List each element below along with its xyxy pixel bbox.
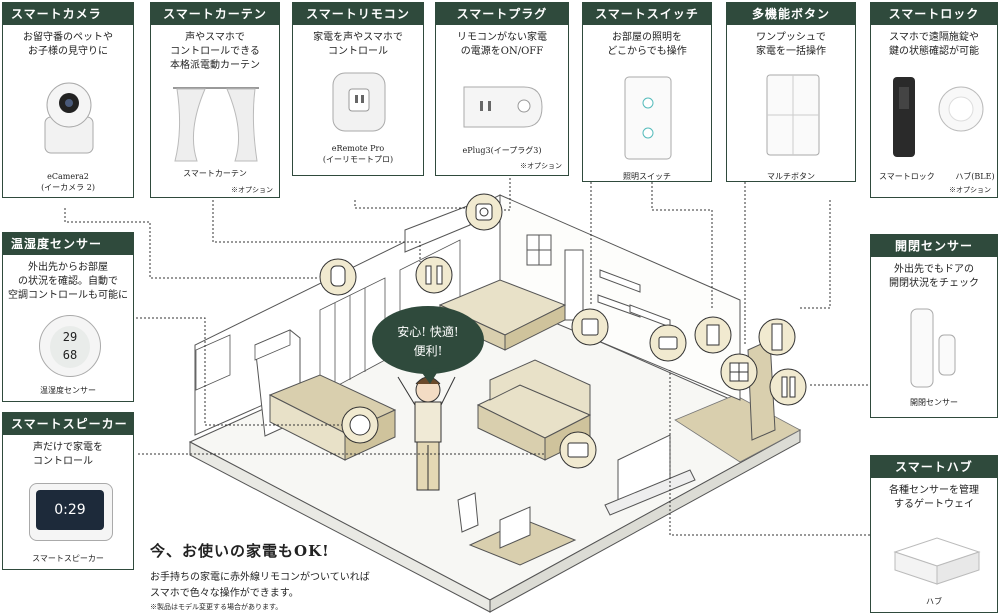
lock-product-icon: [893, 77, 984, 157]
curtain-product-icon: [173, 87, 259, 162]
card-title: 多機能ボタン: [727, 3, 855, 25]
card-smart-remote: スマートリモコン 家電を声やスマホで コントロール eRemote Pro (イ…: [292, 2, 424, 176]
card-desc: 各種センサーを管理 するゲートウェイ: [889, 485, 979, 510]
card-desc: 家電を声やスマホで コントロール: [313, 32, 403, 57]
bubble-line2: 便利!: [414, 344, 443, 358]
card-caption: 照明スイッチ: [623, 172, 671, 181]
card-caption: ePlug3(イープラグ3): [462, 146, 542, 155]
card-smart-curtain: スマートカーテン 声やスマホで コントロールできる 本格派電動カーテン スマート…: [150, 2, 280, 198]
card-title: スマートスイッチ: [583, 3, 711, 25]
multibutton-product-icon: [766, 74, 820, 156]
bottom-body-line2: スマホで色々な操作ができます。: [150, 588, 299, 599]
card-caption: マルチボタン: [767, 172, 815, 181]
card-caption: スマートスピーカー: [32, 554, 104, 563]
plug-product-icon: [463, 86, 543, 128]
card-door-sensor: 開閉センサー 外出先でもドアの 開閉状況をチェック 開閉センサー: [870, 234, 998, 418]
card-desc: お留守番のペットや お子様の見守りに: [23, 32, 113, 57]
card-desc: 外出先でもドアの 開閉状況をチェック: [889, 264, 979, 289]
bubble-line1: 安心! 快適!: [397, 324, 458, 339]
card-smart-switch: スマートスイッチ お部屋の照明を どこからでも操作 照明スイッチ: [582, 2, 712, 182]
card-title: 開閉センサー: [871, 235, 997, 257]
card-option-note: ※オプション: [231, 186, 273, 194]
card-title: スマートプラグ: [436, 3, 568, 25]
card-desc: スマホで遠隔施錠や 鍵の状態確認が可能: [889, 32, 979, 57]
speaker-product-icon: 0:29: [29, 483, 113, 541]
card-smart-speaker: スマートスピーカー 声だけで家電を コントロール 0:29 スマートスピーカー: [2, 412, 134, 570]
card-caption: スマートロック ハブ(BLE): [879, 172, 995, 181]
door-sensor-marker-icon: [769, 368, 807, 406]
card-smart-hub: スマートハブ 各種センサーを管理 するゲートウェイ ハブ: [870, 455, 998, 613]
card-thermo-sensor: 温湿度センサー 外出先からお部屋 の状況を確認。自動で 空調コントロールも可能に…: [2, 232, 134, 402]
card-title: スマートリモコン: [293, 3, 423, 25]
card-title: スマートスピーカー: [3, 413, 133, 435]
remote-product-icon: [332, 72, 386, 132]
card-multi-button: 多機能ボタン ワンプッシュで 家電を一括操作 マルチボタン: [726, 2, 856, 182]
thermo-display-bottom: 68: [62, 348, 78, 362]
door-sensor-product-icon: [910, 308, 956, 388]
thermo-display-top: 29: [62, 330, 78, 344]
card-caption: 開閉センサー: [910, 398, 958, 407]
speaker-screen: 0:29: [36, 490, 104, 530]
card-desc: お部屋の照明を どこからでも操作: [607, 32, 687, 57]
card-caption: eRemote Pro (イーリモートプロ): [322, 144, 394, 164]
card-desc: 外出先からお部屋 の状況を確認。自動で 空調コントロールも可能に: [8, 262, 128, 301]
card-caption: スマートカーテン: [183, 169, 247, 178]
bottom-body-line1: お手持ちの家電に赤外線リモコンがついていれば: [150, 572, 370, 583]
card-smart-plug: スマートプラグ リモコンがない家電 の電源をON/OFF ePlug3(イープラ…: [435, 2, 569, 176]
hub-product-icon: [893, 537, 981, 585]
thermo-product-icon: 29 68: [39, 315, 101, 377]
card-title: スマートハブ: [871, 456, 997, 478]
card-caption: 温湿度センサー: [40, 386, 96, 395]
card-desc: 声だけで家電を コントロール: [33, 442, 103, 467]
card-desc: 声やスマホで コントロールできる 本格派電動カーテン: [170, 32, 260, 71]
card-title: 温湿度センサー: [3, 233, 133, 255]
card-option-note: ※オプション: [520, 162, 562, 170]
card-title: スマートカメラ: [3, 3, 133, 25]
speech-bubble: [372, 306, 484, 384]
camera-product-icon: [44, 82, 94, 154]
bottom-headline: 今、お使いの家電もOK!: [150, 542, 330, 560]
card-option-note: ※オプション: [949, 186, 991, 194]
card-title: スマートカーテン: [151, 3, 279, 25]
card-smart-camera: スマートカメラ お留守番のペットや お子様の見守りに eCamera2 (イーカ…: [2, 2, 134, 198]
card-title: スマートロック: [871, 3, 997, 25]
card-smart-lock: スマートロック スマホで遠隔施錠や 鍵の状態確認が可能 スマートロック ハブ(B…: [870, 2, 998, 198]
card-caption: ハブ: [926, 597, 942, 606]
card-desc: ワンプッシュで 家電を一括操作: [756, 32, 826, 57]
curtain-marker-icon: [415, 256, 453, 294]
card-caption: eCamera2 (イーカメラ 2): [41, 172, 95, 192]
card-desc: リモコンがない家電 の電源をON/OFF: [457, 32, 547, 57]
switch-product-icon: [624, 76, 672, 160]
bottom-note: ※製品はモデル変更する場合があります。: [150, 603, 283, 611]
